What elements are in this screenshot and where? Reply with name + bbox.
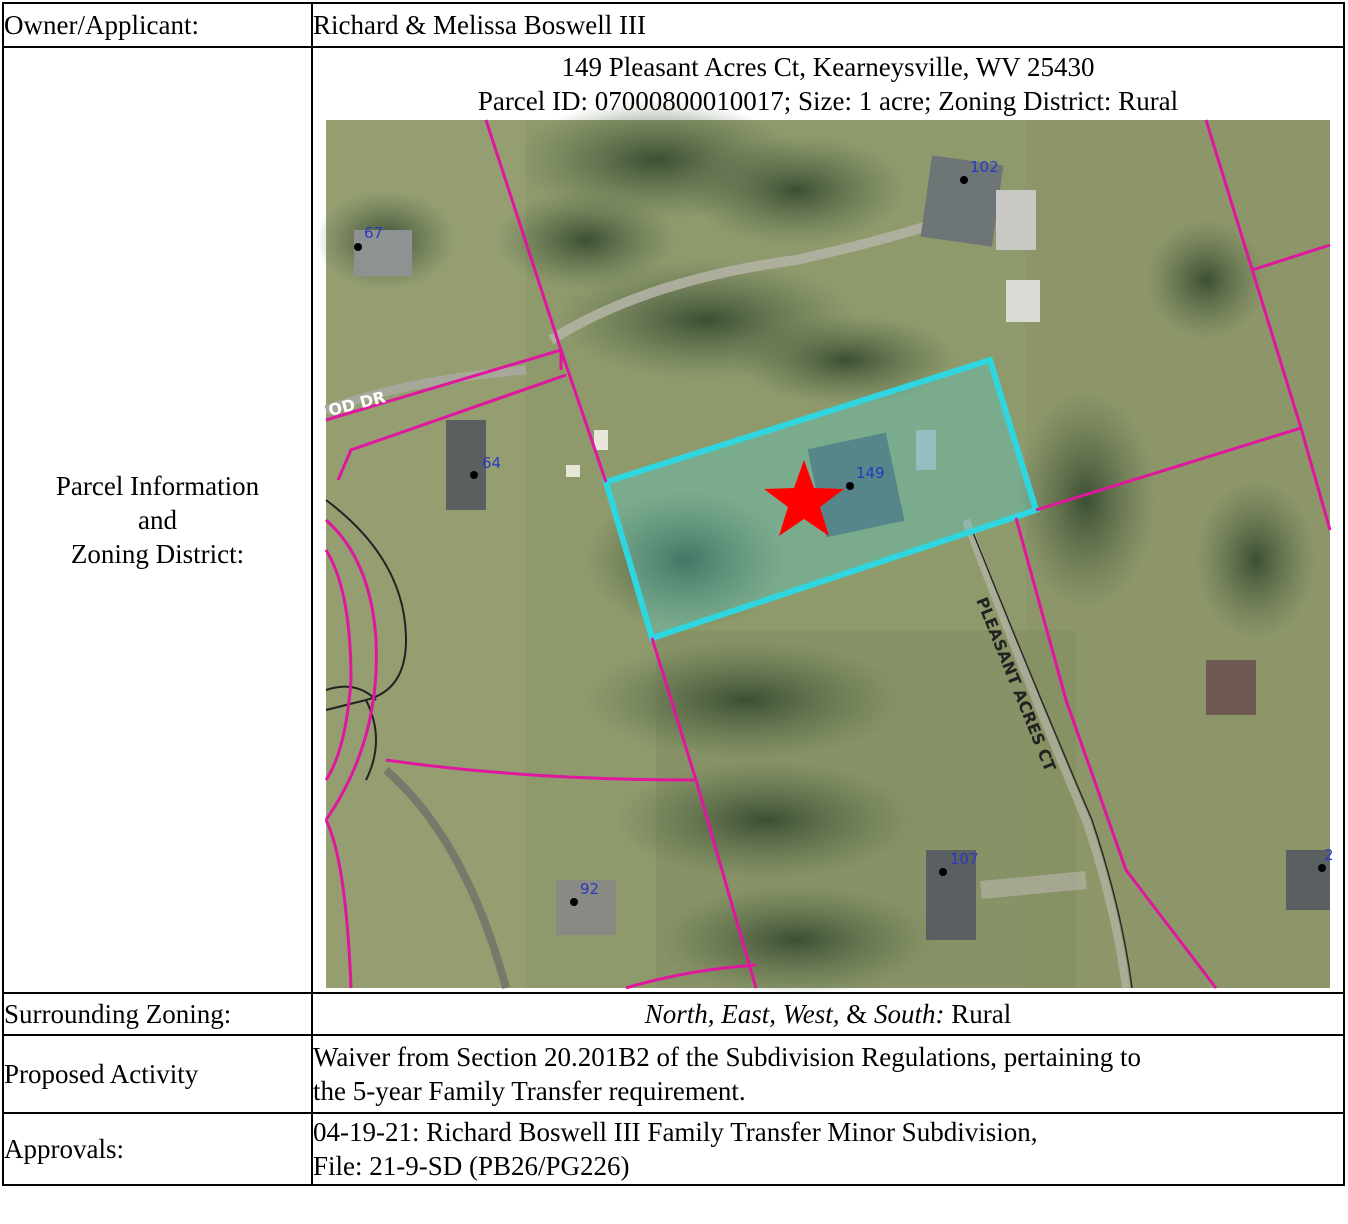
surrounding-zoning-value: North, East, West, & South: Rural xyxy=(311,992,1345,1036)
parcel-label-line-2: and xyxy=(138,505,177,535)
approvals-line-2: File: 21-9-SD (PB26/PG226) xyxy=(313,1151,630,1181)
surrounding-zone: Rural xyxy=(951,999,1012,1029)
proposed-line-2: the 5-year Family Transfer requirement. xyxy=(313,1076,746,1106)
proposed-activity-value: Waiver from Section 20.201B2 of the Subd… xyxy=(311,1034,1345,1114)
buildings xyxy=(354,155,1330,940)
address-label-2: 2 xyxy=(1324,846,1334,864)
row-surrounding-zoning: Surrounding Zoning: North, East, West, &… xyxy=(2,992,1345,1036)
address-label-107: 107 xyxy=(950,850,979,868)
surrounding-zoning-label: Surrounding Zoning: xyxy=(2,992,313,1036)
proposed-activity-label: Proposed Activity xyxy=(2,1034,313,1114)
parcel-label-line-1: Parcel Information xyxy=(55,471,260,501)
parcel-details: Parcel ID: 07000800010017; Size: 1 acre;… xyxy=(477,86,1179,116)
address-label-102: 102 xyxy=(970,158,999,176)
address-label-67: 67 xyxy=(364,224,383,242)
owner-applicant-value: Richard & Melissa Boswell III xyxy=(311,2,1345,48)
approvals-label: Approvals: xyxy=(2,1112,313,1186)
tree-cover xyxy=(316,100,1316,995)
row-proposed-activity: Proposed Activity Waiver from Section 20… xyxy=(2,1034,1345,1114)
surrounding-directions: North, East, West, xyxy=(644,999,840,1029)
aerial-parcel-map: 102 67 64 149 107 92 2 PLEASANT ACRES CT… xyxy=(316,100,1334,995)
row-approvals: Approvals: 04-19-21: Richard Boswell III… xyxy=(2,1112,1345,1186)
approvals-line-1: 04-19-21: Richard Boswell III Family Tra… xyxy=(313,1117,1038,1147)
owner-applicant-label: Owner/Applicant: xyxy=(2,2,313,48)
aerial-map-svg: 102 67 64 149 107 92 2 PLEASANT ACRES CT… xyxy=(316,100,1334,995)
parcel-information-label: Parcel Information and Zoning District: xyxy=(2,46,313,994)
address-label-149: 149 xyxy=(856,464,885,482)
parcel-label-line-3: Zoning District: xyxy=(70,539,245,569)
address-label-64: 64 xyxy=(482,454,501,472)
address-points xyxy=(354,176,1326,906)
surrounding-ampersand: & xyxy=(846,999,868,1029)
row-parcel-information: Parcel Information and Zoning District: … xyxy=(2,46,1345,995)
address-label-92: 92 xyxy=(580,880,599,898)
staff-report-table: Owner/Applicant: Richard & Melissa Boswe… xyxy=(2,2,1345,1186)
approvals-value: 04-19-21: Richard Boswell III Family Tra… xyxy=(311,1112,1345,1186)
parcel-boundaries xyxy=(324,119,1332,990)
parcel-address: 149 Pleasant Acres Ct, Kearneysville, WV… xyxy=(561,52,1095,82)
parcel-information-value: 149 Pleasant Acres Ct, Kearneysville, WV… xyxy=(311,46,1345,995)
address-labels: 102 67 64 149 107 92 2 xyxy=(364,158,1334,898)
surrounding-south: South: xyxy=(874,999,945,1029)
subject-property-star-icon xyxy=(764,460,844,536)
row-owner-applicant: Owner/Applicant: Richard & Melissa Boswe… xyxy=(2,2,1345,48)
proposed-line-1: Waiver from Section 20.201B2 of the Subd… xyxy=(313,1042,1141,1072)
